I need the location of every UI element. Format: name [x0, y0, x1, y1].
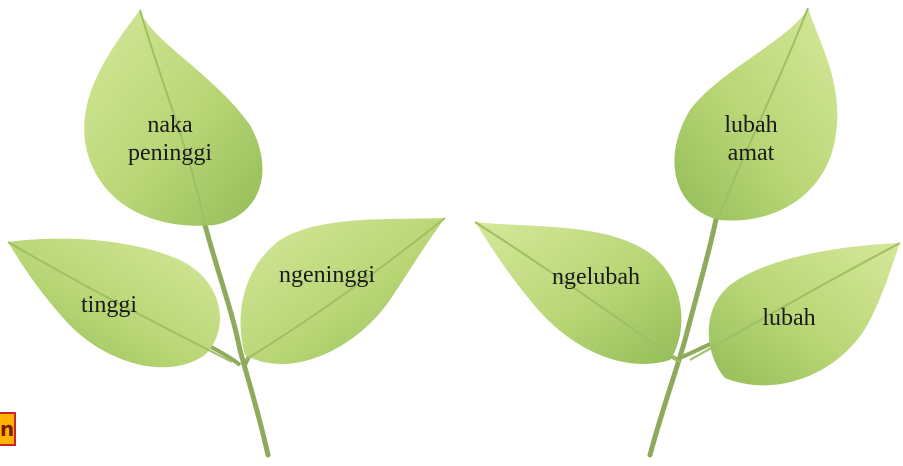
left-top-leaf-line2: peninggi — [128, 139, 212, 167]
leaf-right-left-plant — [241, 218, 445, 364]
right-top-leaf-line1: lubah — [724, 111, 777, 139]
right-top-leaf-line2: amat — [724, 139, 777, 167]
left-top-leaf-line1: naka — [128, 111, 212, 139]
right-top-leaf-label: lubah amat — [724, 111, 777, 167]
left-plant — [8, 10, 445, 455]
right-left-leaf-label: ngelubah — [552, 263, 640, 291]
left-top-leaf-label: naka peninggi — [128, 111, 212, 167]
left-left-leaf-label: tinggi — [81, 291, 137, 319]
left-right-leaf-label: ngeninggi — [279, 261, 375, 289]
right-plant — [475, 8, 900, 455]
right-right-leaf-label: lubah — [762, 304, 815, 332]
page-tab-marker: n — [0, 412, 16, 446]
page-tab-glyph: n — [0, 417, 14, 441]
